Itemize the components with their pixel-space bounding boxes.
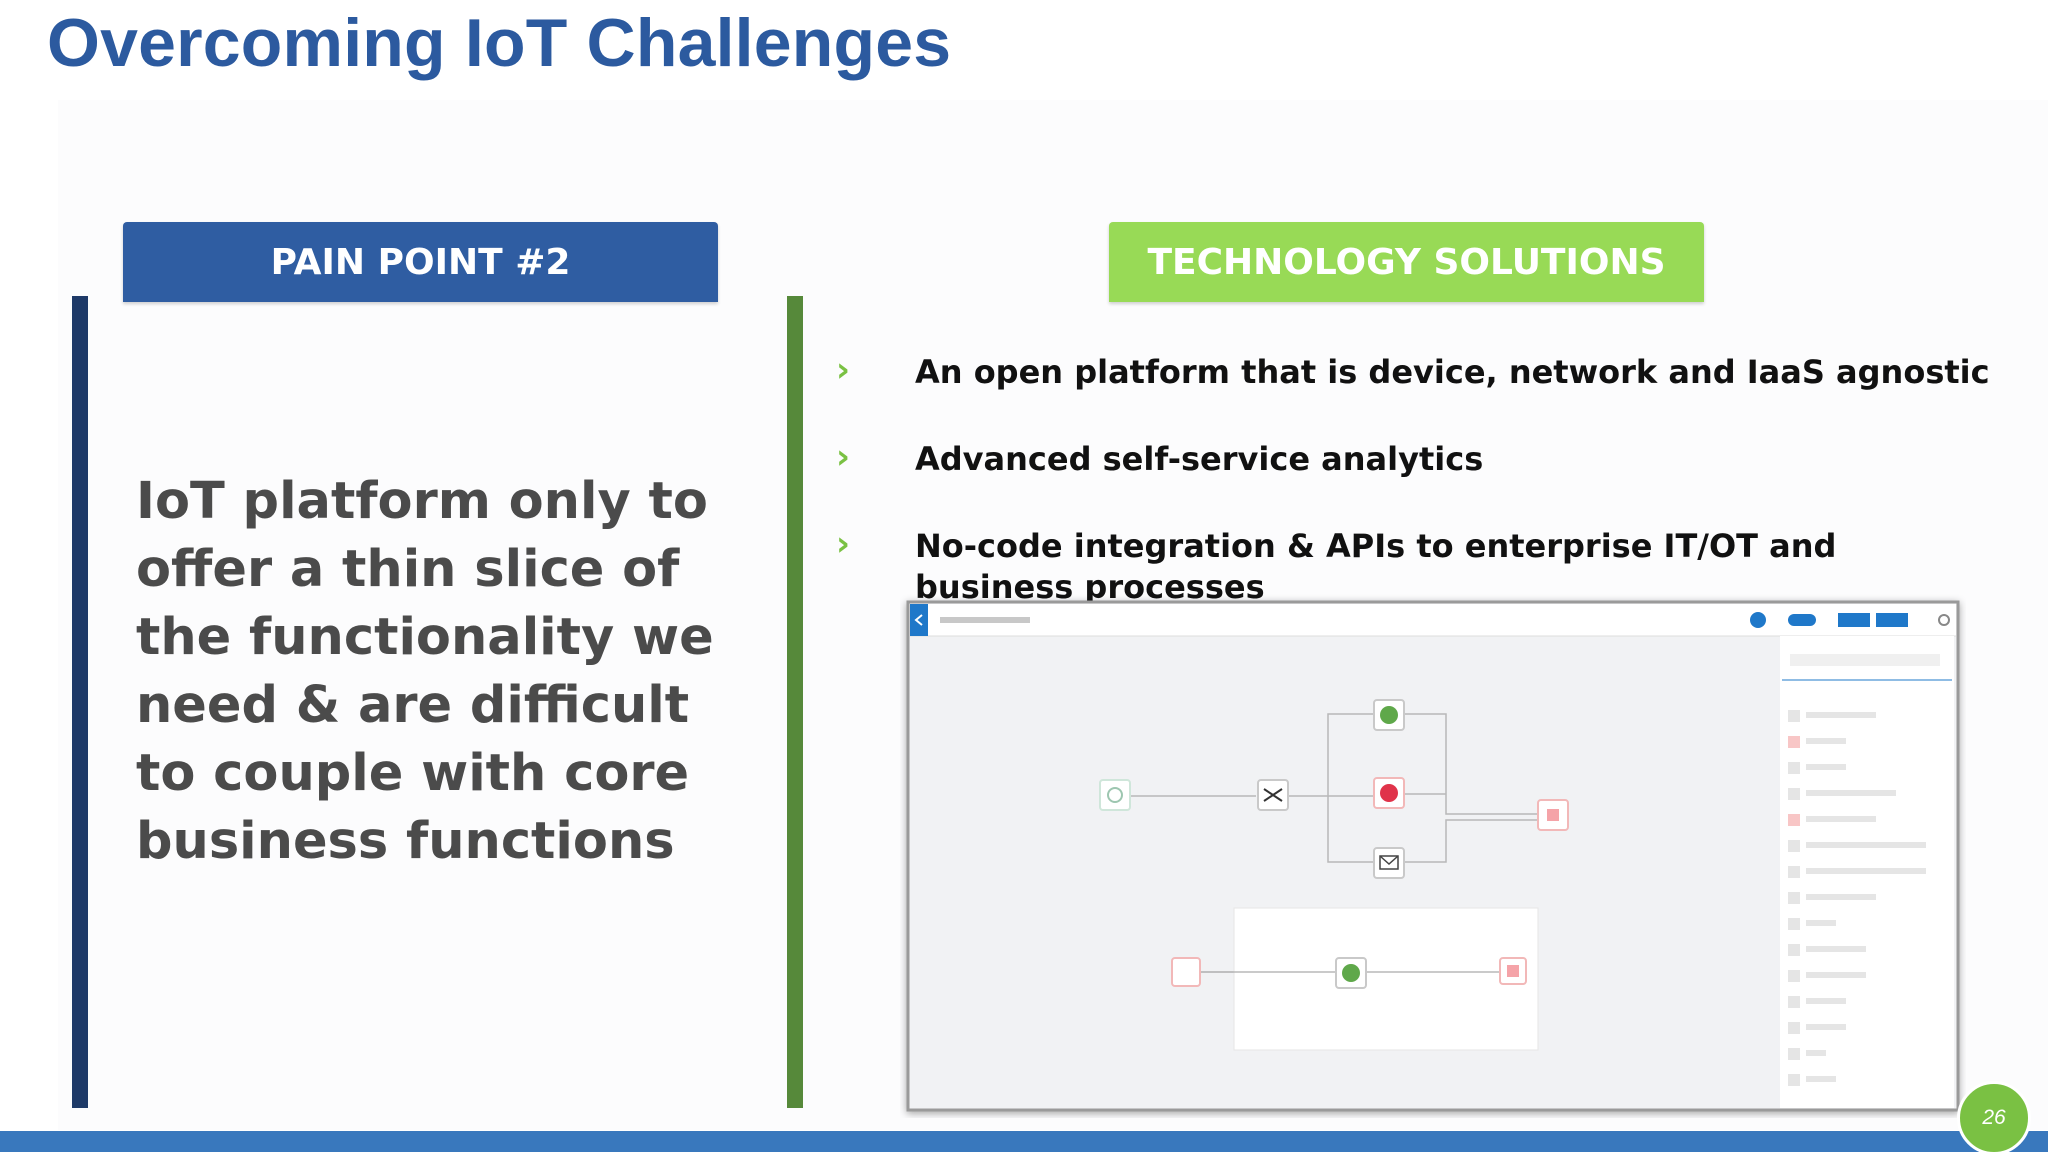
pain-point-tab: PAIN POINT #2 bbox=[123, 222, 718, 302]
slide-title: Overcoming IoT Challenges bbox=[47, 5, 952, 81]
solution-text: Advanced self-service analytics bbox=[915, 440, 1484, 478]
solution-bullet: › An open platform that is device, netwo… bbox=[836, 350, 1996, 393]
pain-point-text: IoT platform only to offer a thin slice … bbox=[136, 472, 714, 871]
chevron-right-icon: › bbox=[836, 524, 851, 564]
back-icon bbox=[910, 604, 928, 636]
footer-bar bbox=[0, 1131, 2048, 1152]
technology-solutions-tab: TECHNOLOGY SOLUTIONS bbox=[1109, 222, 1704, 302]
chevron-right-icon: › bbox=[836, 437, 851, 477]
solutions-list: › An open platform that is device, netwo… bbox=[836, 350, 1996, 654]
chevron-right-icon: › bbox=[836, 350, 851, 390]
solution-text: No-code integration & APIs to enterprise… bbox=[915, 527, 1837, 606]
solution-bullet: › Advanced self-service analytics bbox=[836, 437, 1996, 480]
workflow-builder-screenshot bbox=[906, 600, 1960, 1112]
solution-bullet: › No-code integration & APIs to enterpri… bbox=[836, 524, 1996, 608]
pain-point-accent-bar bbox=[72, 296, 88, 1108]
solutions-accent-bar bbox=[787, 296, 803, 1108]
settings-icon bbox=[1938, 614, 1950, 626]
page-number-badge: 26 bbox=[1957, 1081, 2031, 1155]
solution-text: An open platform that is device, network… bbox=[915, 353, 1990, 391]
